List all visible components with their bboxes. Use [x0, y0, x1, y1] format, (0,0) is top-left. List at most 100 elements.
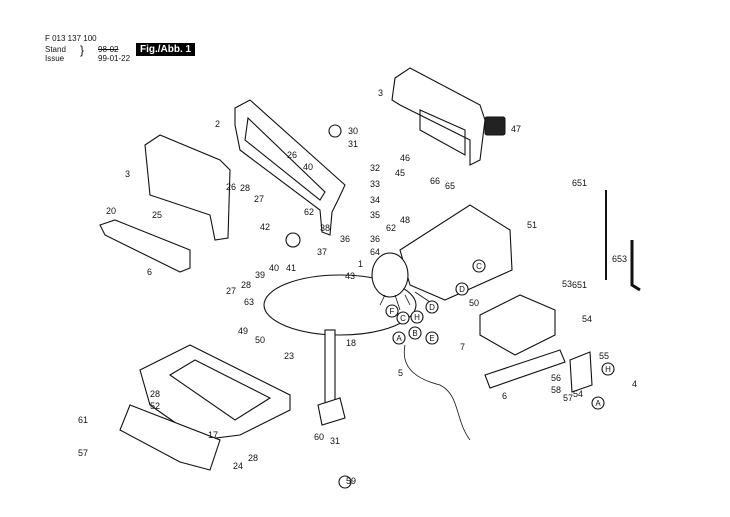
- part-label: 47: [511, 124, 521, 134]
- part-label: 1: [358, 259, 363, 269]
- base: [139, 344, 291, 441]
- part-label: 33: [370, 179, 380, 189]
- part-label: 6: [502, 391, 507, 401]
- connector-label: B: [412, 329, 417, 338]
- part-label: 651: [572, 178, 587, 188]
- connector-label: A: [396, 334, 402, 343]
- knob-30: [328, 124, 342, 138]
- part-label: 46: [400, 153, 410, 163]
- part-label: 28: [150, 389, 160, 399]
- brace: }: [80, 43, 85, 57]
- part-label: 62: [386, 223, 396, 233]
- part-label: 3: [378, 88, 383, 98]
- upper-arm: [234, 99, 346, 236]
- part-label: 64: [370, 247, 380, 257]
- connector-circle: [410, 310, 424, 324]
- tube-6: [484, 349, 566, 389]
- part-label: 36: [370, 234, 380, 244]
- part-label: 39: [255, 270, 265, 280]
- part-label: 48: [400, 215, 410, 225]
- part-label: 651: [572, 280, 587, 290]
- bracket-53: [479, 294, 556, 356]
- part-label: 31: [330, 436, 340, 446]
- part-label: 50: [469, 298, 479, 308]
- part-label: 31: [348, 139, 358, 149]
- part-label: 57: [563, 393, 573, 403]
- cord-5: [403, 344, 471, 441]
- part-label: 17: [208, 430, 218, 440]
- part-label: 56: [551, 373, 561, 383]
- part-label: 35: [370, 210, 380, 220]
- part-label: 24: [233, 461, 243, 471]
- issue-date: 99-01-22: [98, 54, 131, 63]
- connector-label: D: [459, 285, 465, 294]
- part-label: 55: [599, 351, 609, 361]
- blade-guard: [99, 219, 191, 273]
- switch-box-55: [569, 351, 593, 393]
- knob-59: [338, 475, 352, 489]
- motor-1: [371, 252, 409, 298]
- part-label: 54: [582, 314, 592, 324]
- part-label: 42: [260, 222, 270, 232]
- part-label: 28: [240, 183, 250, 193]
- part-label: 38: [320, 223, 330, 233]
- connector-circle: [392, 331, 406, 345]
- column: [324, 329, 336, 411]
- part-label: 50: [255, 335, 265, 345]
- part-label: 61: [78, 415, 88, 425]
- right-housing: [391, 67, 486, 166]
- part-label: 23: [284, 351, 294, 361]
- connector-circle: [472, 259, 486, 273]
- connector-circle: [385, 304, 399, 318]
- allen-key-653: [630, 240, 641, 292]
- part-label: 59: [346, 476, 356, 486]
- part-label: 54: [573, 389, 583, 399]
- part-label: 41: [286, 263, 296, 273]
- part-label: 3: [125, 169, 130, 179]
- part-label: 18: [346, 338, 356, 348]
- connector-label: F: [390, 307, 395, 316]
- part-label: 40: [269, 263, 279, 273]
- part-label: 53: [562, 279, 572, 289]
- issue-label: Issue: [45, 54, 65, 63]
- part-label: 62: [304, 207, 314, 217]
- knob-41: [285, 232, 301, 248]
- part-label: 20: [106, 206, 116, 216]
- part-label: 66: [430, 176, 440, 186]
- part-label: 58: [551, 385, 561, 395]
- part-label: 51: [527, 220, 537, 230]
- part-label: 45: [395, 168, 405, 178]
- connector-circle: [396, 311, 410, 325]
- part-label: 60: [314, 432, 324, 442]
- part-label: 34: [370, 195, 380, 205]
- part-label: 26: [287, 150, 297, 160]
- part-label: 653: [612, 254, 627, 264]
- part-label: 25: [152, 210, 162, 220]
- part-label: 27: [254, 194, 264, 204]
- figure-label: Fig./Abb. 1: [136, 43, 196, 56]
- connector-circle: [408, 326, 422, 340]
- part-label: 63: [244, 297, 254, 307]
- part-label: 6: [147, 267, 152, 277]
- connector-label: E: [429, 334, 434, 343]
- part-label: 57: [78, 448, 88, 458]
- part-label: 37: [317, 247, 327, 257]
- connector-circle: [591, 396, 605, 410]
- motor-housing: [399, 204, 513, 301]
- connector-circle: [425, 300, 439, 314]
- connector-label: D: [429, 303, 435, 312]
- connector-circle: [425, 331, 439, 345]
- connector-label: C: [476, 262, 482, 271]
- part-label: 28: [241, 280, 251, 290]
- switch-47: [484, 116, 506, 136]
- stand-label: Stand: [45, 45, 66, 54]
- part-label: 36: [340, 234, 350, 244]
- connector-label: H: [414, 313, 420, 322]
- part-label: 26: [226, 182, 236, 192]
- trunnion: [317, 397, 346, 426]
- part-label: 32: [370, 163, 380, 173]
- connector-label: C: [400, 314, 406, 323]
- part-label: 40: [303, 162, 313, 172]
